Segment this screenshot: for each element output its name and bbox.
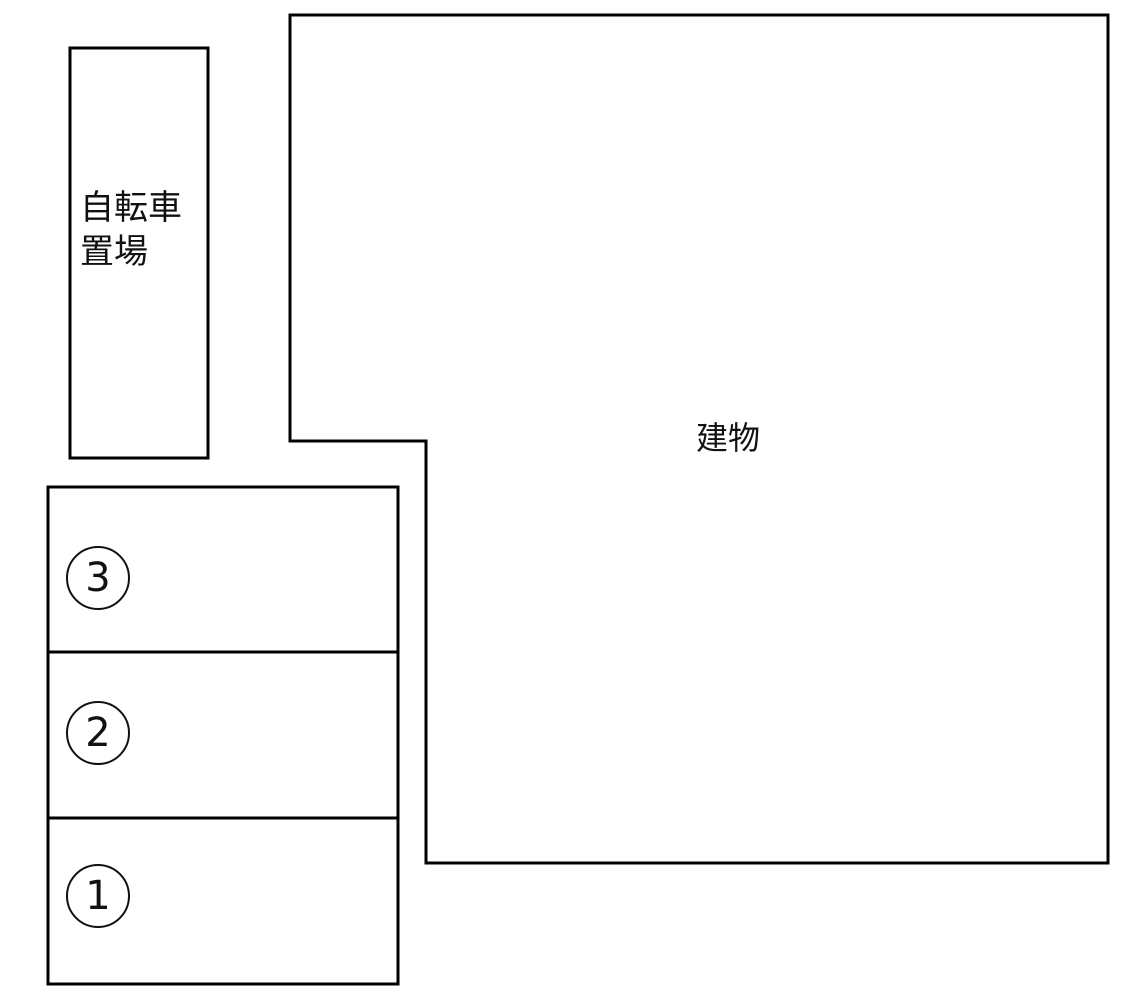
parking-space-3-number: 3 bbox=[66, 546, 130, 610]
bicycle-parking-outline bbox=[68, 46, 210, 460]
parking-space-1-number: 1 bbox=[66, 864, 130, 928]
bicycle-parking-label: 自転車 置場 bbox=[80, 188, 182, 273]
parking-space-1-outline bbox=[46, 816, 400, 986]
building-outline bbox=[288, 13, 1110, 865]
building-label: 建物 bbox=[696, 419, 761, 457]
parking-space-2-number: 2 bbox=[66, 701, 130, 765]
